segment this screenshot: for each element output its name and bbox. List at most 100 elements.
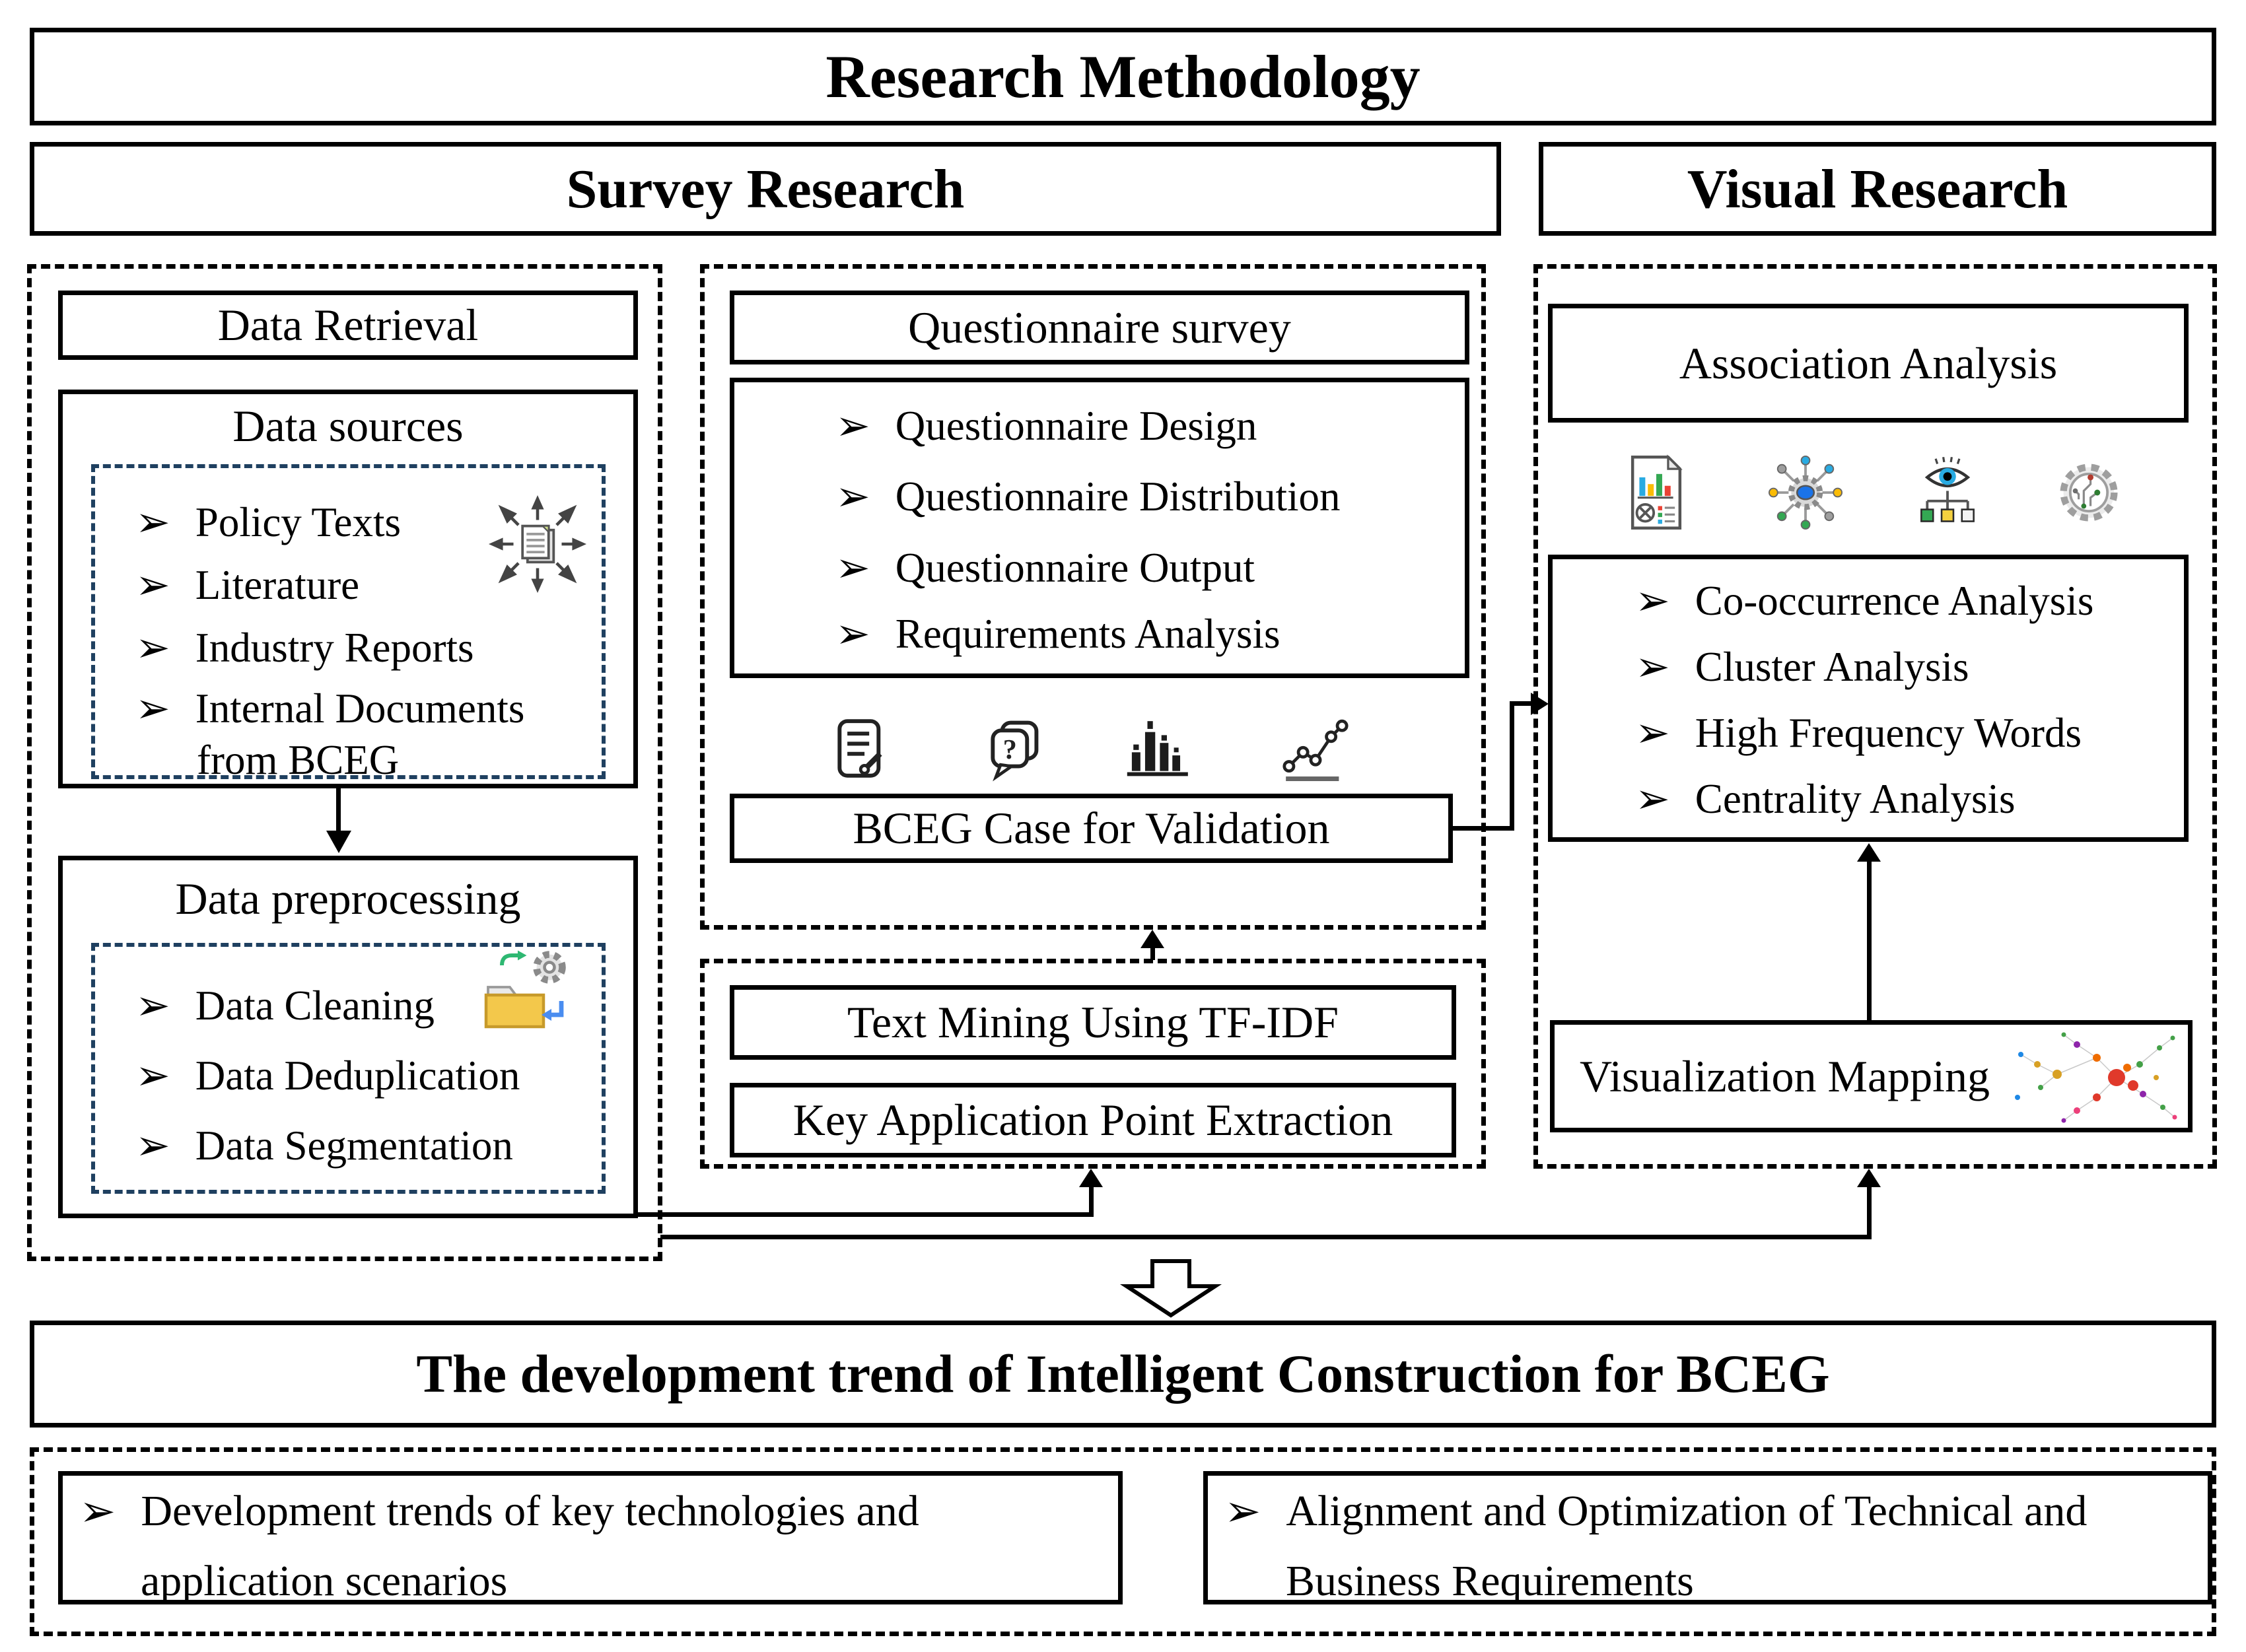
- connector-line: [336, 788, 341, 832]
- association-analysis-label: Association Analysis: [1679, 337, 2058, 388]
- list-item: Business Requirements: [1286, 1557, 1694, 1606]
- list-item: ➢ Data Segmentation: [135, 1121, 513, 1170]
- page-title: Research Methodology: [825, 43, 1421, 110]
- list-item: ➢ Data Deduplication: [135, 1051, 520, 1100]
- list-item: ➢ Literature: [135, 561, 359, 609]
- visual-research-header: Visual Research: [1539, 142, 2216, 236]
- key-application-label: Key Application Point Extraction: [792, 1095, 1393, 1145]
- gear-circuit-icon: [2060, 464, 2118, 522]
- connector-line: [1867, 1185, 1872, 1239]
- analysis-item-label: Centrality Analysis: [1695, 775, 2016, 822]
- network-gear-icon: [1769, 456, 1842, 530]
- big-down-arrow-icon: [1119, 1259, 1222, 1318]
- connector-line: [1510, 701, 1514, 831]
- note-edit-icon: [837, 719, 882, 778]
- list-item: application scenarios: [141, 1557, 507, 1606]
- analysis-item-label: Co-occurrence Analysis: [1695, 577, 2094, 624]
- scatter-line-icon: [1282, 719, 1349, 782]
- list-item: ➢ High Frequency Words: [1635, 708, 2082, 757]
- source-item-label: Industry Reports: [195, 624, 474, 671]
- data-sources-dashed-list: [91, 464, 606, 779]
- text-mining-label: Text Mining Using TF-IDF: [847, 997, 1339, 1047]
- list-item: ➢ Alignment and Optimization of Technica…: [1224, 1487, 2087, 1536]
- source-item-label: from BCEG: [197, 736, 400, 783]
- list-bullet: ➢: [1635, 710, 1670, 756]
- development-trend-label: The development trend of Intelligent Con…: [416, 1344, 1830, 1404]
- data-preprocessing-label: Data preprocessing: [175, 873, 521, 924]
- eye-hierarchy-icon: [1920, 456, 1975, 522]
- data-preprocessing-box: [58, 856, 638, 1218]
- data-retrieval-label: Data Retrieval: [217, 300, 479, 350]
- data-preprocessing-dashed-list: [91, 943, 606, 1194]
- list-bullet: ➢: [135, 982, 170, 1029]
- connector-line: [1089, 1185, 1094, 1217]
- list-bullet: ➢: [1635, 578, 1670, 624]
- connector-line: [660, 1235, 1872, 1239]
- data-sources-title: Data sources: [58, 396, 638, 456]
- visual-analysis-panel: [1533, 264, 2217, 1169]
- preprocessing-item-label: Data Segmentation: [195, 1122, 513, 1169]
- alignment-outcome-box: [1203, 1471, 2212, 1604]
- preprocessing-item-label: Data Deduplication: [195, 1052, 520, 1099]
- arrowhead-up-icon: [1857, 1169, 1881, 1187]
- arrowhead-up-icon: [1857, 843, 1881, 862]
- svg-text:?: ?: [1003, 734, 1017, 765]
- outcome-label: application scenarios: [141, 1557, 508, 1605]
- data-preprocessing-title: Data preprocessing: [58, 869, 638, 928]
- bar-chart-icon: [1127, 721, 1188, 776]
- list-item: ➢ Data Cleaning: [135, 981, 435, 1030]
- list-item: from BCEG: [197, 736, 399, 784]
- arrowhead-down-icon: [326, 831, 351, 853]
- development-trend-banner: The development trend of Intelligent Con…: [30, 1321, 2216, 1428]
- list-item: ➢ Questionnaire Output: [835, 543, 1255, 592]
- list-bullet: ➢: [135, 1052, 170, 1099]
- bceg-case-label: BCEG Case for Validation: [853, 803, 1330, 853]
- data-retrieval-panel: [27, 264, 662, 1261]
- connector-line: [1453, 826, 1514, 831]
- survey-header-label: Survey Research: [566, 158, 965, 220]
- list-bullet: ➢: [135, 562, 170, 608]
- list-bullet: ➢: [835, 403, 870, 449]
- survey-research-header: Survey Research: [30, 142, 1501, 236]
- data-retrieval-box: Data Retrieval: [58, 291, 638, 360]
- questionnaire-survey-box: Questionnaire survey: [730, 291, 1469, 364]
- source-item-label: Literature: [195, 561, 360, 608]
- analysis-item-label: High Frequency Words: [1695, 709, 2082, 756]
- text-mining-box: Text Mining Using TF-IDF: [730, 985, 1456, 1060]
- data-sources-label: Data sources: [232, 400, 464, 451]
- list-item: ➢ Internal Documents: [135, 684, 524, 733]
- connector-line: [638, 1212, 1094, 1217]
- questionnaire-item-label: Questionnaire Design: [895, 402, 1257, 449]
- list-bullet: ➢: [835, 473, 870, 520]
- list-item: ➢ Development trends of key technologies…: [79, 1487, 919, 1536]
- list-item: ➢ Centrality Analysis: [1635, 774, 2016, 823]
- connector-line: [1510, 701, 1532, 706]
- connector-line: [1867, 860, 1872, 1020]
- list-bullet: ➢: [79, 1488, 116, 1536]
- list-bullet: ➢: [135, 685, 170, 732]
- list-bullet: ➢: [835, 611, 870, 657]
- list-item: ➢ Policy Texts: [135, 498, 401, 547]
- list-item: ➢ Industry Reports: [135, 623, 474, 672]
- title-banner: Research Methodology: [30, 28, 2216, 125]
- network-graph-icon: [2015, 1032, 2177, 1123]
- source-item-label: Policy Texts: [195, 499, 401, 545]
- questionnaire-item-label: Questionnaire Output: [895, 544, 1255, 591]
- questionnaire-survey-label: Questionnaire survey: [908, 302, 1291, 353]
- key-application-box: Key Application Point Extraction: [730, 1083, 1456, 1157]
- connector-line: [1150, 946, 1155, 960]
- list-item: ➢ Requirements Analysis: [835, 609, 1281, 658]
- analysis-item-label: Cluster Analysis: [1695, 643, 1969, 690]
- arrowhead-right-icon: [1531, 693, 1549, 715]
- visualization-mapping-box: [1550, 1020, 2193, 1132]
- list-item: ➢ Questionnaire Design: [835, 401, 1257, 450]
- visualization-mapping-label: Visualization Mapping: [1580, 1050, 1990, 1101]
- question-chat-icon: ?: [991, 720, 1039, 782]
- arrowhead-up-icon: [1141, 930, 1164, 948]
- visual-header-label: Visual Research: [1687, 158, 2068, 220]
- list-bullet: ➢: [1224, 1488, 1261, 1536]
- data-sources-box: [58, 390, 638, 788]
- outcomes-panel: [30, 1447, 2216, 1636]
- list-bullet: ➢: [135, 625, 170, 671]
